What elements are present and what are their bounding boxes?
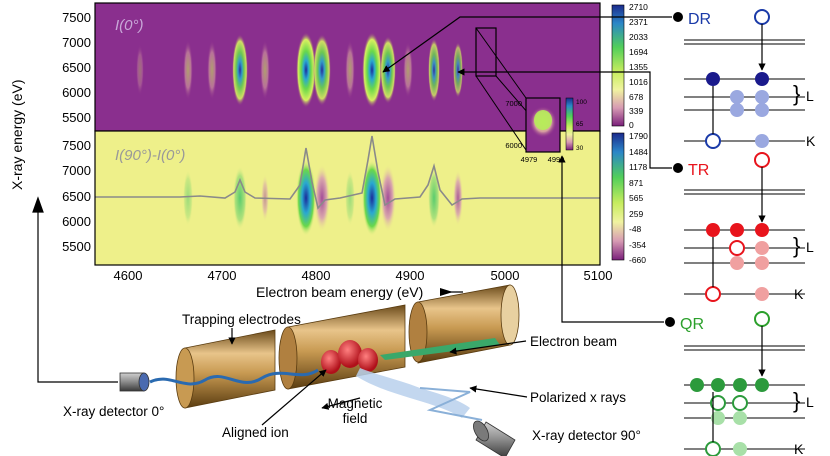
difference-trace-line xyxy=(95,135,600,210)
bottom-colorbar: 1790 1484 1178 871 565 259 -48 -354 -660 xyxy=(611,131,648,265)
y-tick-top: 6500 xyxy=(62,60,91,75)
top-cb-tick: 0 xyxy=(629,120,634,130)
tr-level-diagram: TR } L K xyxy=(673,152,814,302)
qr-label: QR xyxy=(680,316,704,333)
top-cb-tick: 678 xyxy=(629,92,643,102)
xray-detector-90-icon xyxy=(473,420,516,456)
top-cb-tick: 1016 xyxy=(629,77,648,87)
dr-level-diagram: DR } L K xyxy=(673,9,816,149)
bottom-cb-tick: 565 xyxy=(629,193,643,203)
tr-free-electron xyxy=(754,152,770,168)
electrode-left xyxy=(184,329,276,409)
tr-label: TR xyxy=(688,162,709,179)
inset-y-tick: 6000 xyxy=(505,141,522,150)
magnetic-field-label-1: Magnetic xyxy=(328,396,383,411)
bottom-cb-tick: 871 xyxy=(629,178,643,188)
bottom-panel-frame xyxy=(94,130,601,266)
x-tick: 4900 xyxy=(396,268,425,283)
x-tick: 4700 xyxy=(208,268,237,283)
svg-text:}: } xyxy=(793,388,800,413)
dr-label: DR xyxy=(688,11,711,28)
electron-beam-cone xyxy=(380,338,500,360)
qr-level-diagram: QR } L K xyxy=(665,311,814,456)
bottom-cb-tick: 259 xyxy=(629,209,643,219)
bottom-heatmap-panel: I(90°)-I(0°) xyxy=(94,130,601,266)
y-tick-top: 7500 xyxy=(62,10,91,25)
y-tick-bottom: 7500 xyxy=(62,138,91,153)
xray-detector-0-label: X-ray detector 0° xyxy=(63,404,164,419)
top-cb-tick: 1694 xyxy=(629,47,648,57)
bottom-cb-tick: 1484 xyxy=(629,147,648,157)
qr-shell-L: L xyxy=(806,394,814,410)
dr-shell-L: L xyxy=(806,88,814,104)
xray-detector-90-label: X-ray detector 90° xyxy=(532,428,641,443)
y-axis-label: X-ray energy (eV) xyxy=(9,80,25,190)
inset-x-tick: 4990 xyxy=(548,155,565,164)
bottom-cb-tick: -354 xyxy=(629,240,646,250)
x-tick: 5100 xyxy=(584,268,613,283)
x-tick: 4600 xyxy=(114,268,143,283)
y-tick-top: 5500 xyxy=(62,110,91,125)
svg-text:}: } xyxy=(793,81,800,106)
top-cb-tick: 1355 xyxy=(629,62,648,72)
polarized-xrays-label: Polarized x rays xyxy=(530,390,626,405)
bottom-panel-label: I(90°)-I(0°) xyxy=(115,147,185,164)
top-heatmap-panel: I(0°) xyxy=(94,2,601,132)
x-tick: 5000 xyxy=(491,268,520,283)
bottom-cb-tick: 1178 xyxy=(629,162,648,172)
top-colorbar: 2710 2371 2033 1694 1355 1016 678 339 0 xyxy=(611,2,648,130)
x-axis: 4600 4700 4800 4900 5000 5100 xyxy=(114,268,613,283)
inset-x-tick: 4979 xyxy=(521,155,538,164)
x-tick: 4800 xyxy=(302,268,331,283)
bottom-cb-tick: -48 xyxy=(629,224,642,234)
electron-beam-label: Electron beam xyxy=(530,334,617,349)
y-tick-top: 6000 xyxy=(62,85,91,100)
connector-lines xyxy=(382,16,672,323)
top-cb-tick: 2710 xyxy=(629,2,648,12)
tr-shell-L: L xyxy=(806,239,814,255)
top-heatmap-peaks xyxy=(136,32,463,108)
qr-shell-K: K xyxy=(794,441,804,456)
aligned-ion-icon xyxy=(321,340,378,374)
top-cb-tick: 339 xyxy=(629,106,643,116)
inset-cb-tick: 30 xyxy=(576,145,584,152)
xray-detector-0-icon xyxy=(119,372,150,392)
detector-0-path xyxy=(32,196,118,383)
bottom-heatmap-peaks xyxy=(183,160,463,236)
xray-wave-0 xyxy=(149,368,319,386)
apparatus-pointers xyxy=(228,328,528,426)
top-cb-tick: 2033 xyxy=(629,32,648,42)
inset-cb-tick: 65 xyxy=(576,121,584,128)
dr-free-electron xyxy=(754,9,770,25)
aligned-ion-label: Aligned ion xyxy=(222,425,289,440)
dr-shell-K: K xyxy=(806,133,816,149)
inset-colorbar xyxy=(565,97,574,151)
bottom-cb-tick: 1790 xyxy=(629,131,648,141)
svg-text:}: } xyxy=(793,233,800,258)
y-tick-bottom: 7000 xyxy=(62,163,91,178)
inset-y-tick: 7000 xyxy=(505,99,522,108)
x-axis-label: Electron beam energy (eV) xyxy=(256,284,423,300)
bottom-cb-tick: -660 xyxy=(629,255,646,265)
trapping-electrodes-label: Trapping electrodes xyxy=(182,312,301,327)
y-tick-bottom: 6000 xyxy=(62,214,91,229)
y-tick-top: 7000 xyxy=(62,35,91,50)
y-tick-bottom: 6500 xyxy=(62,189,91,204)
zoom-source-box xyxy=(475,27,497,77)
qr-free-electron xyxy=(754,311,770,327)
top-cb-tick: 2371 xyxy=(629,17,648,27)
magnetic-field-label-2: field xyxy=(343,411,368,426)
tr-shell-K: K xyxy=(794,286,804,302)
zoom-inset: 7000 6000 4979 4990 100 65 30 xyxy=(475,27,587,164)
trapping-apparatus xyxy=(119,284,520,456)
y-tick-bottom: 5500 xyxy=(62,239,91,254)
y-axis: 7500 7000 6500 6000 5500 7500 7000 6500 … xyxy=(62,10,91,254)
inset-cb-tick: 100 xyxy=(576,99,587,106)
top-panel-label: I(0°) xyxy=(115,17,144,34)
